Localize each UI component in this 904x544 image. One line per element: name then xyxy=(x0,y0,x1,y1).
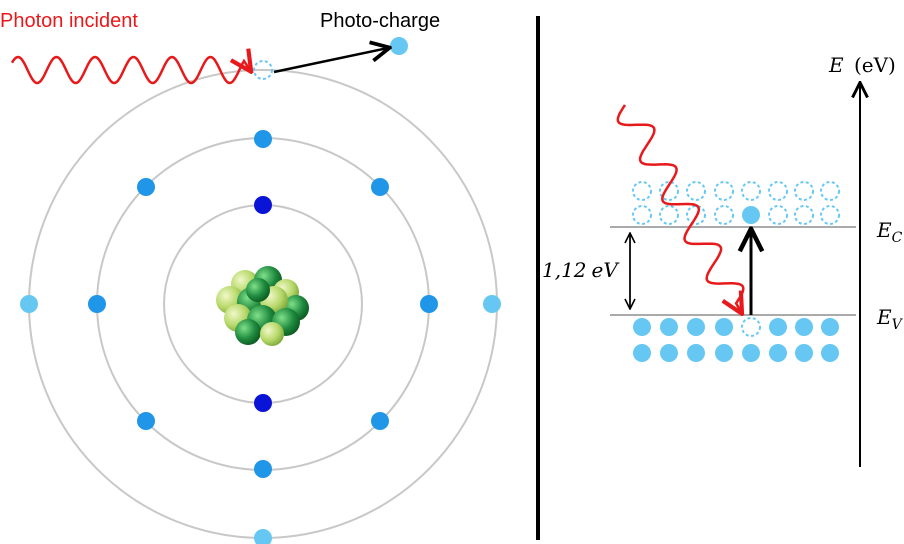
conduction-empty-state xyxy=(632,205,652,225)
inner-electron xyxy=(254,196,272,214)
photon-label: Photon incident xyxy=(0,10,138,32)
band-gap-label: 1,12 eV xyxy=(542,258,620,282)
middle-electron xyxy=(420,295,438,313)
conduction-band-label: EC xyxy=(876,218,903,246)
valence-electron xyxy=(660,318,678,336)
conduction-empty-state xyxy=(820,205,840,225)
conduction-empty-state xyxy=(768,205,788,225)
valence-electron xyxy=(821,344,839,362)
conduction-empty-state xyxy=(686,181,706,201)
middle-electron xyxy=(371,178,389,196)
middle-electron xyxy=(254,460,272,478)
conduction-empty-state xyxy=(820,181,840,201)
outer-electron xyxy=(483,295,501,313)
photo-charge-electron xyxy=(390,37,408,55)
middle-electron xyxy=(137,412,155,430)
conduction-band-states xyxy=(632,181,840,225)
photon-wave-band xyxy=(616,104,745,312)
valence-electron xyxy=(769,344,787,362)
conduction-empty-state xyxy=(686,205,706,225)
photon-wave xyxy=(10,57,250,85)
electron-hole xyxy=(253,60,273,80)
outer-electron xyxy=(20,295,38,313)
middle-electron xyxy=(137,178,155,196)
valence-electron xyxy=(715,318,733,336)
conduction-empty-state xyxy=(659,205,679,225)
conduction-empty-state xyxy=(741,181,761,201)
energy-axis-label: E (eV) xyxy=(828,53,896,77)
ejection-arrow xyxy=(273,48,388,74)
valence-electron xyxy=(660,344,678,362)
middle-electron xyxy=(254,130,272,148)
valence-electron xyxy=(687,344,705,362)
valence-electron xyxy=(742,344,760,362)
valence-electron xyxy=(687,318,705,336)
excited-electron xyxy=(742,206,760,224)
nucleus xyxy=(216,266,309,346)
valence-band-states xyxy=(633,317,839,362)
middle-electron xyxy=(88,295,106,313)
valence-hole xyxy=(741,317,761,337)
conduction-empty-state xyxy=(794,181,814,201)
valence-electron xyxy=(795,318,813,336)
valence-electron xyxy=(715,344,733,362)
valence-electron xyxy=(633,318,651,336)
outer-electron xyxy=(254,529,272,544)
conduction-empty-state xyxy=(659,181,679,201)
conduction-empty-state xyxy=(714,205,734,225)
middle-electron xyxy=(371,412,389,430)
valence-band-label: EV xyxy=(876,305,904,333)
valence-electron xyxy=(795,344,813,362)
inner-electron xyxy=(254,394,272,412)
valence-electron xyxy=(769,318,787,336)
valence-electron xyxy=(821,318,839,336)
band-diagram: E (eV) EC EV 1,12 eV xyxy=(542,53,904,467)
conduction-empty-state xyxy=(632,181,652,201)
conduction-empty-state xyxy=(794,205,814,225)
conduction-empty-state xyxy=(714,181,734,201)
atom-diagram: Photon incident Photo-charge xyxy=(0,10,501,544)
conduction-empty-state xyxy=(768,181,788,201)
photo-charge-label: Photo-charge xyxy=(320,10,440,32)
valence-electron xyxy=(633,344,651,362)
